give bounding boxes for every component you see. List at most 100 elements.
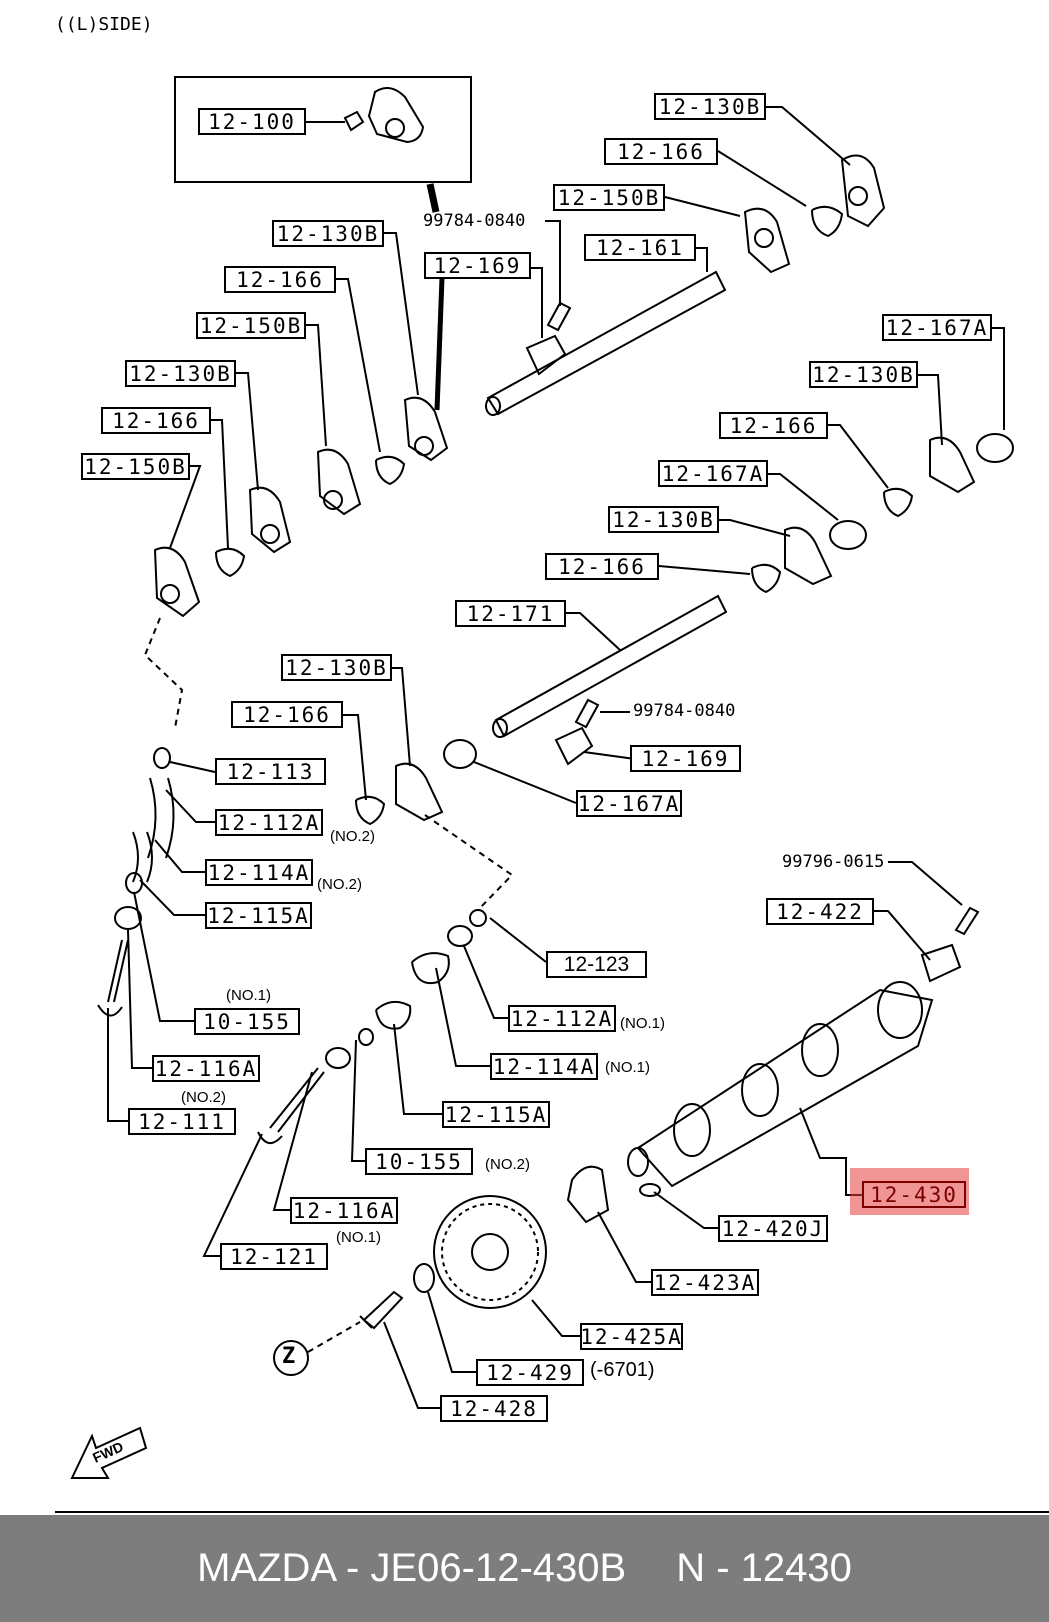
label-12-166-r2[interactable]: 12-166 bbox=[545, 553, 659, 580]
leader-169-top bbox=[531, 267, 543, 338]
label-12-166-r1[interactable]: 12-166 bbox=[719, 412, 828, 439]
label-12-111[interactable]: 12-111 bbox=[128, 1108, 236, 1135]
label-12-130b-top[interactable]: 12-130B bbox=[654, 93, 766, 120]
camshaft-lobe-2 bbox=[741, 1063, 779, 1117]
label-12-130b-a[interactable]: 12-130B bbox=[272, 220, 384, 247]
camshaft-12-430 bbox=[636, 988, 934, 1188]
leader-171 bbox=[566, 612, 621, 651]
label-12-428[interactable]: 12-428 bbox=[440, 1395, 548, 1422]
label-12-121[interactable]: 12-121 bbox=[220, 1243, 328, 1270]
leader-112a-l bbox=[165, 789, 215, 823]
label-12-116a-right[interactable]: 12-116A bbox=[290, 1197, 398, 1224]
label-12-169-top[interactable]: 12-169 bbox=[424, 252, 531, 279]
label-12-420j[interactable]: 12-420J bbox=[718, 1215, 828, 1242]
label-12-130b-b[interactable]: 12-130B bbox=[125, 360, 236, 387]
bush-167a-mid bbox=[443, 739, 477, 769]
side-title: ((L)SIDE) bbox=[55, 14, 153, 35]
plate-12-422 bbox=[920, 943, 962, 983]
spring-166-a bbox=[375, 455, 406, 486]
label-12-166-c[interactable]: 12-166 bbox=[231, 701, 343, 728]
label-12-130b-r2[interactable]: 12-130B bbox=[608, 506, 719, 533]
inset-box bbox=[174, 76, 472, 183]
rocker-arm-150b-top-bore bbox=[754, 228, 774, 248]
gear-12-423a bbox=[566, 1165, 610, 1224]
label-10-155-right[interactable]: 10-155 bbox=[365, 1148, 473, 1175]
rocker-shaft-upper bbox=[486, 270, 727, 416]
label-12-150b-b[interactable]: 12-150B bbox=[81, 453, 190, 480]
label-12-169-mid[interactable]: 12-169 bbox=[630, 745, 741, 772]
rocker-shaft-lower-end bbox=[492, 718, 508, 738]
parts-diagram: ((L)SIDE) Z FWD 99784-0840 99784-0840 99… bbox=[55, 14, 1049, 1513]
rocker-arm-150b-b-bore bbox=[160, 584, 180, 604]
label-12-422[interactable]: 12-422 bbox=[766, 898, 874, 925]
label-12-161[interactable]: 12-161 bbox=[584, 234, 696, 261]
label-12-130b-r1[interactable]: 12-130B bbox=[809, 361, 918, 388]
label-12-425a[interactable]: 12-425A bbox=[580, 1323, 683, 1350]
label-12-167a-r2[interactable]: 12-167A bbox=[658, 460, 768, 487]
label-12-116a-left[interactable]: 12-116A bbox=[152, 1055, 260, 1082]
footer-reference: N - 12430 bbox=[676, 1546, 852, 1590]
leader-150b-b bbox=[169, 465, 202, 549]
inset-pointer bbox=[426, 183, 440, 213]
label-12-150b-a[interactable]: 12-150B bbox=[196, 312, 306, 339]
spring-114a-right bbox=[411, 952, 450, 984]
label-12-167a-r1[interactable]: 12-167A bbox=[882, 314, 992, 341]
part-number-99784-top: 99784-0840 bbox=[423, 211, 526, 231]
leader-169-mid bbox=[583, 751, 636, 760]
label-12-423a[interactable]: 12-423A bbox=[651, 1269, 759, 1296]
sprocket-12-425a bbox=[433, 1195, 547, 1309]
dashed-z-guide bbox=[307, 1321, 361, 1353]
label-12-114a-left[interactable]: 12-114A bbox=[205, 859, 313, 886]
label-12-115a-left[interactable]: 12-115A bbox=[205, 902, 312, 929]
camshaft-end bbox=[627, 1147, 649, 1177]
spring-114a-left bbox=[132, 831, 153, 883]
leader-155-l bbox=[133, 891, 194, 1022]
rocker-arm-130b-top bbox=[840, 154, 886, 228]
leader-130b-b bbox=[236, 372, 259, 491]
leader-167a-mid bbox=[473, 761, 577, 804]
label-12-429[interactable]: 12-429 bbox=[476, 1359, 584, 1386]
keeper-115a-left bbox=[125, 872, 143, 894]
label-12-112a-left[interactable]: 12-112A bbox=[215, 809, 323, 836]
valve-121 bbox=[257, 1067, 325, 1144]
label-12-166-top[interactable]: 12-166 bbox=[604, 138, 718, 165]
rocker-arm-130b-b bbox=[248, 486, 292, 554]
spring-166-c bbox=[355, 795, 386, 826]
label-12-115a-right[interactable]: 12-115A bbox=[442, 1101, 550, 1128]
dashed-guide-right bbox=[424, 814, 514, 911]
rocker-shaft-lower bbox=[494, 594, 728, 738]
spring-112a-left bbox=[147, 777, 175, 859]
leader-428 bbox=[383, 1321, 440, 1409]
label-10-155-left[interactable]: 10-155 bbox=[194, 1008, 300, 1035]
label-12-430[interactable]: 12-430 bbox=[862, 1181, 966, 1208]
label-12-123[interactable]: 12-123 bbox=[546, 951, 647, 978]
sprocket-12-425a-hub bbox=[471, 1233, 509, 1271]
leader-425a bbox=[531, 1299, 580, 1337]
footer-bar: MAZDA - JE06-12-430B N - 12430 bbox=[0, 1515, 1049, 1622]
rocker-arm-130b-top-bore bbox=[848, 186, 868, 206]
label-12-112a-right[interactable]: 12-112A bbox=[508, 1005, 616, 1032]
bush-167a-r1 bbox=[976, 433, 1014, 463]
label-12-100[interactable]: 12-100 bbox=[198, 108, 306, 135]
note-6701: (-6701) bbox=[590, 1359, 655, 1381]
seal-123-right bbox=[469, 909, 487, 927]
dashed-guide-left bbox=[143, 617, 184, 729]
label-12-113[interactable]: 12-113 bbox=[215, 758, 326, 785]
label-12-166-b[interactable]: 12-166 bbox=[101, 407, 211, 434]
adjust-screw-inset bbox=[343, 110, 365, 132]
label-12-130b-c[interactable]: 12-130B bbox=[281, 654, 392, 681]
note-no2-d: (NO.2) bbox=[485, 1156, 530, 1173]
label-12-167a-mid[interactable]: 12-167A bbox=[576, 790, 682, 817]
label-12-114a-right[interactable]: 12-114A bbox=[490, 1053, 598, 1080]
washer-12-429 bbox=[413, 1263, 435, 1293]
leader-130b-c bbox=[392, 667, 411, 767]
label-12-171[interactable]: 12-171 bbox=[455, 600, 566, 627]
label-12-166-a[interactable]: 12-166 bbox=[224, 266, 336, 293]
camshaft-lobe-1 bbox=[673, 1103, 711, 1157]
leader-130b-r2 bbox=[719, 519, 791, 537]
rocker-arm-130b-c bbox=[395, 762, 444, 822]
label-12-150b-top[interactable]: 12-150B bbox=[553, 184, 665, 211]
seal-113-left bbox=[153, 747, 171, 769]
leader-167a-r1 bbox=[992, 327, 1005, 430]
leader-161 bbox=[696, 247, 708, 272]
